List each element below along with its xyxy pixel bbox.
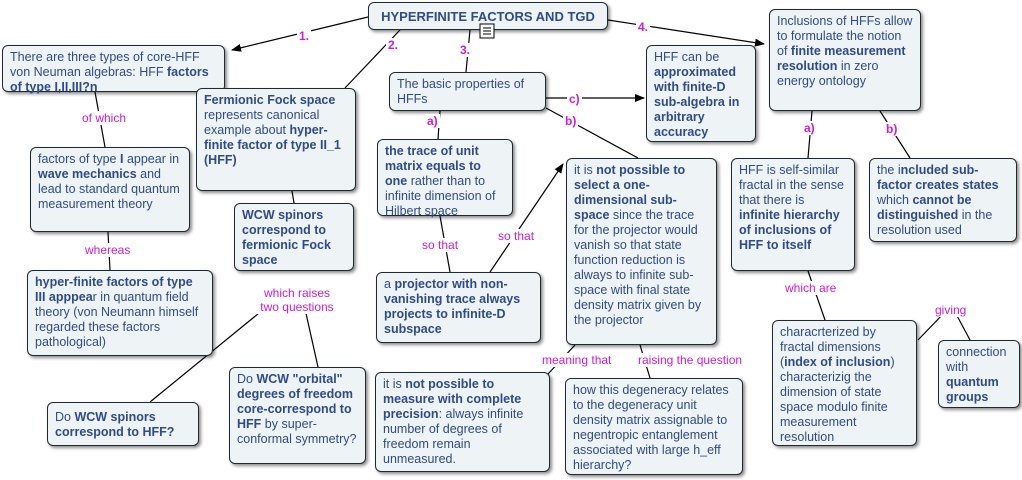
node-not-possible[interactable]: it is not possible to select a one-dimen… — [566, 158, 717, 345]
link-label-meaning: meaning that — [540, 353, 614, 367]
link-label-whereas: whereas — [83, 243, 133, 257]
node-degeneracy[interactable]: how this degeneracy relates to the degen… — [565, 378, 743, 475]
node-basic-properties[interactable]: The basic properties of HFFs — [389, 72, 546, 111]
node-fractal-dimensions[interactable]: characrterized by fractal dimensions (in… — [772, 320, 917, 446]
link-label-which-are: which are — [783, 281, 839, 295]
node-wcw-fock[interactable]: WCW spinors correspond to fermionic Fock… — [234, 203, 354, 271]
link-label-raises: which raises two questions — [255, 286, 339, 314]
link-label-raising: raising the question — [636, 353, 745, 367]
link-label-4: 4. — [636, 20, 651, 34]
node-type-iii[interactable]: hyper-finite factors of type III apppear… — [27, 270, 213, 356]
link-label-so-that-2: so that — [496, 229, 537, 243]
node-wcw-question-1[interactable]: Do WCW spinors correspond to HFF? — [47, 402, 199, 446]
link-label-a-right: a) — [802, 121, 817, 135]
link-label-so-that-1: so that — [420, 238, 461, 252]
node-trace[interactable]: the trace of unit matrix equals to one r… — [377, 139, 513, 218]
node-included-subfactor[interactable]: the included sub-factor creates states w… — [869, 158, 1017, 242]
node-fock-space[interactable]: Fermionic Fock space represents canonica… — [196, 88, 356, 191]
node-three-types[interactable]: There are three types of core-HFF von Ne… — [2, 45, 225, 94]
link-label-b-left: b) — [563, 114, 579, 128]
node-inclusions[interactable]: Inclusions of HFFs allow to formulate th… — [769, 9, 921, 111]
node-projector[interactable]: a projector with non-vanishing trace alw… — [376, 272, 541, 343]
node-self-similar[interactable]: HFF is self-similar fractal in the sense… — [731, 158, 855, 271]
link-label-a-left: a) — [425, 114, 440, 128]
node-approximated[interactable]: HFF can be approximated with finite-D su… — [646, 45, 756, 142]
link-label-3: 3. — [458, 43, 473, 57]
node-wcw-question-2[interactable]: Do WCW "orbital" degrees of freedom core… — [229, 367, 366, 464]
link-label-c-left: c) — [567, 92, 582, 106]
node-precision[interactable]: it is not possible to measure with compl… — [375, 372, 550, 472]
link-label-giving: giving — [933, 303, 969, 317]
link-label-1: 1. — [297, 29, 312, 43]
node-type-i[interactable]: factors of type I appear in wave mechani… — [30, 147, 190, 232]
node-quantum-groups[interactable]: connection with quantum groups — [938, 340, 1020, 408]
document-icon[interactable] — [479, 23, 495, 39]
link-label-b-right: b) — [884, 122, 900, 136]
link-label-2: 2. — [386, 38, 401, 52]
link-label-of-which: of which — [80, 111, 129, 125]
